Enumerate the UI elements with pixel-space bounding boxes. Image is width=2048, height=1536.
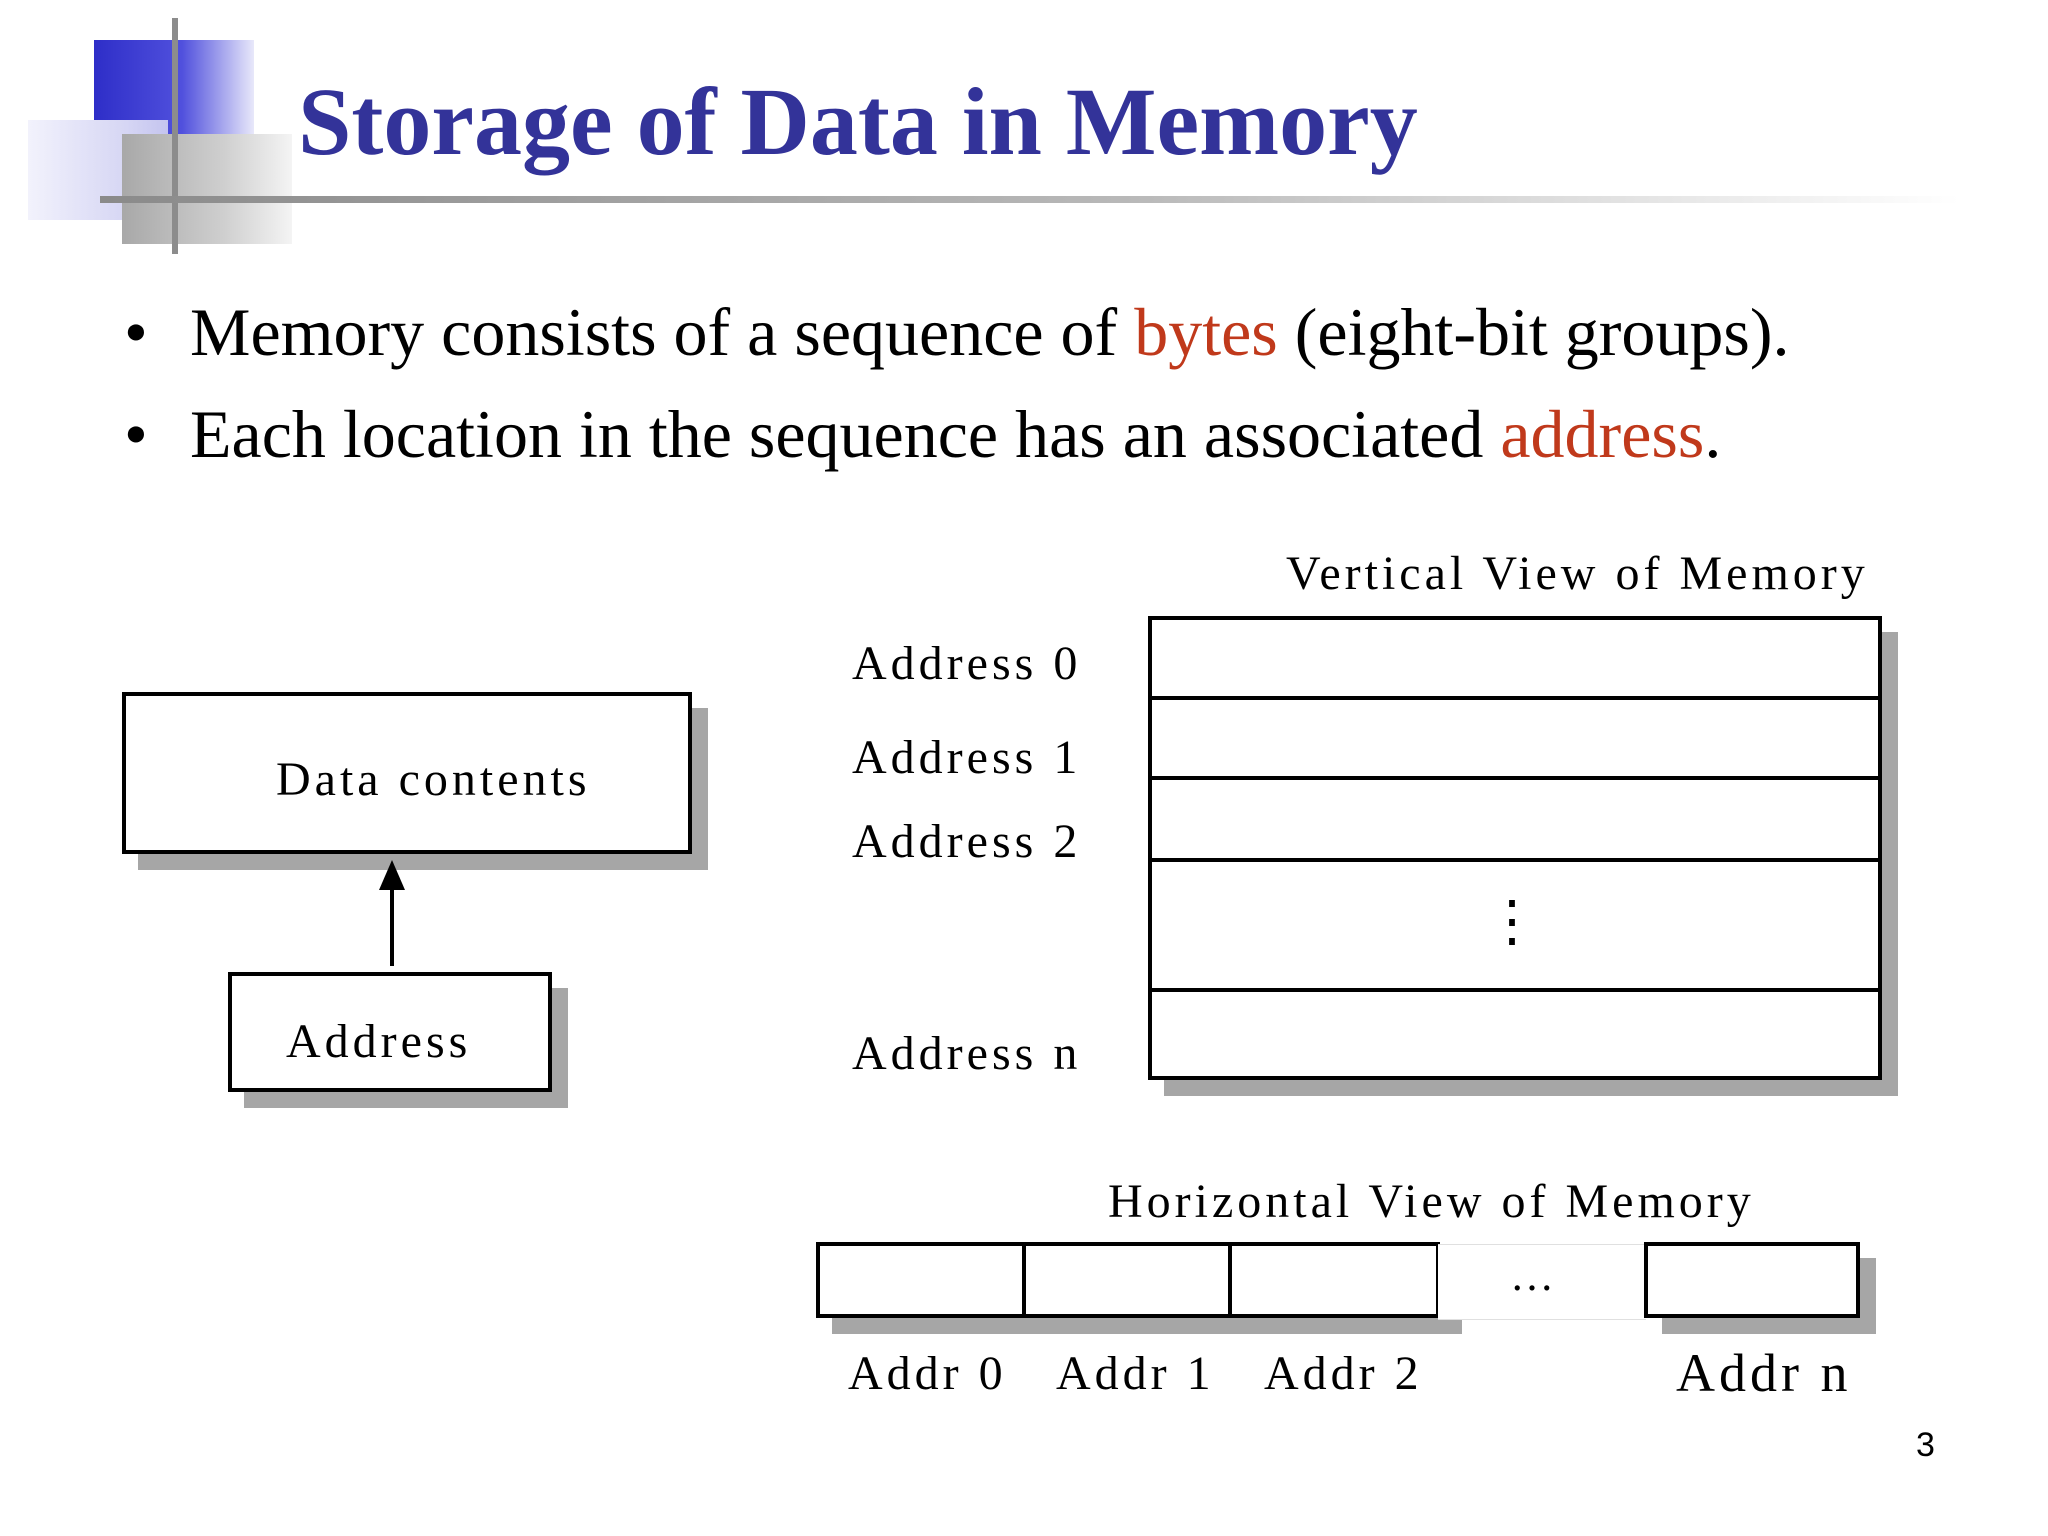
memory-cell [1644, 1242, 1860, 1318]
data-contents-label: Data contents [276, 753, 591, 806]
bullet-text: Each location in the sequence has an ass… [190, 396, 1722, 472]
bullet-dot: • [124, 396, 148, 472]
address-2-label: Address 2 [852, 815, 1082, 868]
memory-row-divider [1148, 988, 1882, 992]
addr-2-label: Addr 2 [1264, 1347, 1423, 1400]
memory-row-divider [1148, 696, 1882, 700]
address-box [228, 972, 552, 1092]
addr-n-label: Addr n [1676, 1343, 1852, 1403]
vertical-memory-box [1148, 616, 1882, 1080]
address-n-label: Address n [852, 1027, 1082, 1080]
bullet-dot: • [124, 294, 148, 370]
data-contents-box [122, 692, 692, 854]
corner-decoration [0, 0, 300, 260]
highlight-term: address [1500, 396, 1705, 472]
address-arrow [379, 860, 405, 966]
arrow-head [379, 860, 405, 890]
vertical-ellipsis: ⋮ [1484, 891, 1540, 953]
addr-1-label: Addr 1 [1056, 1347, 1215, 1400]
horizontal-ellipsis: … [1510, 1251, 1554, 1300]
vertical-view-title: Vertical View of Memory [1286, 547, 1869, 600]
memory-row-divider [1148, 776, 1882, 780]
ellipsis-gap [1438, 1244, 1646, 1320]
page-number: 3 [1916, 1426, 1935, 1464]
memory-cell [1228, 1242, 1440, 1318]
addr-0-label: Addr 0 [848, 1347, 1007, 1400]
memory-cell [1022, 1242, 1232, 1318]
memory-row-divider [1148, 858, 1882, 862]
highlight-term: bytes [1134, 294, 1278, 370]
memory-cell [816, 1242, 1026, 1318]
bullet-text: Memory consists of a sequence of bytes (… [190, 294, 1790, 370]
slide-title: Storage of Data in Memory [298, 68, 1418, 175]
address-0-label: Address 0 [852, 637, 1082, 690]
title-underline [100, 196, 1960, 203]
address-1-label: Address 1 [852, 731, 1082, 784]
horizontal-view-title: Horizontal View of Memory [1108, 1175, 1755, 1228]
deco-gray-square [122, 134, 292, 244]
address-label: Address [286, 1015, 472, 1068]
deco-vertical-line [172, 18, 178, 254]
